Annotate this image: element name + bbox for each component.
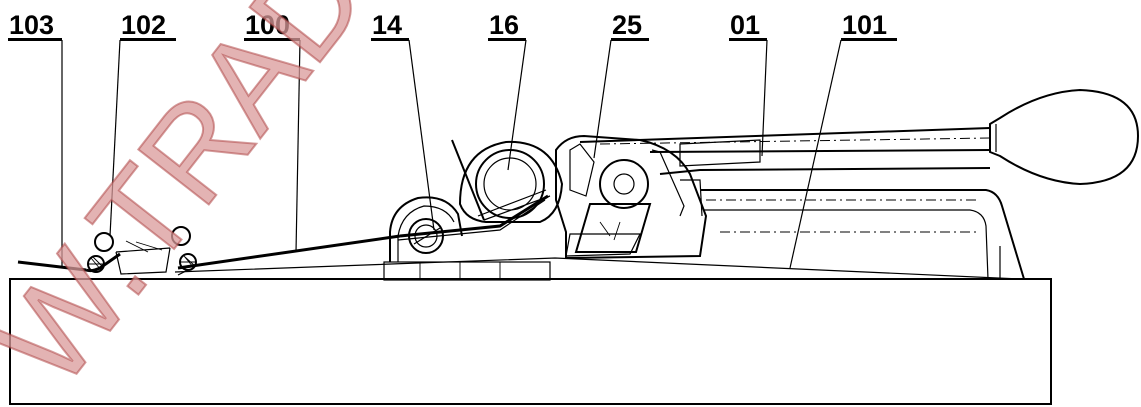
label-102: 102	[121, 10, 166, 40]
label-14: 14	[372, 10, 402, 40]
rear-frame	[700, 189, 1025, 280]
label-103: 103	[9, 10, 54, 40]
guide-rollers	[87, 226, 197, 276]
label-01: 01	[730, 10, 760, 40]
base-plate	[9, 278, 1052, 405]
leader-lines	[61, 39, 842, 269]
tool-body	[555, 134, 708, 260]
label-underlines	[8, 38, 897, 41]
label-101: 101	[842, 10, 887, 40]
tensioning-lever	[579, 88, 1140, 186]
part-labels: 103 102 100 14 16 25 01 101	[9, 10, 887, 40]
label-25: 25	[612, 10, 642, 40]
label-16: 16	[489, 10, 519, 40]
tension-wheel	[451, 139, 564, 223]
front-roller-housing	[383, 196, 551, 281]
label-100: 100	[245, 10, 290, 40]
